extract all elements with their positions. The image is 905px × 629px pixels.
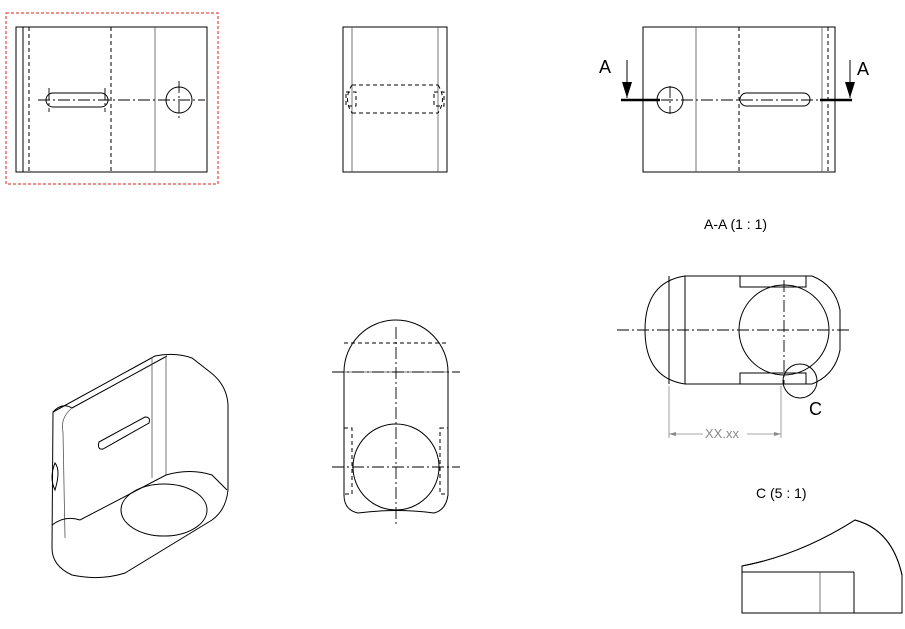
section-marker-right: A <box>857 59 869 79</box>
end-view[interactable] <box>332 319 460 525</box>
view-selection-box <box>5 12 219 185</box>
side-view[interactable] <box>342 26 448 173</box>
section-view-a-a[interactable]: A-A (1 : 1) C XX.xx <box>617 216 852 441</box>
detail-view-c[interactable]: C (5 : 1) <box>741 485 903 614</box>
bore <box>120 483 208 537</box>
detail-title: C (5 : 1) <box>756 485 807 501</box>
section-marker-left: A <box>599 57 611 77</box>
section-title: A-A (1 : 1) <box>704 216 767 232</box>
dimension-label[interactable]: XX.xx <box>705 426 739 441</box>
isometric-view[interactable] <box>51 353 229 579</box>
detail-marker: C <box>809 399 822 419</box>
top-view[interactable]: A A <box>599 26 869 173</box>
detail-circle-c[interactable] <box>782 363 818 399</box>
front-view[interactable] <box>5 12 219 185</box>
